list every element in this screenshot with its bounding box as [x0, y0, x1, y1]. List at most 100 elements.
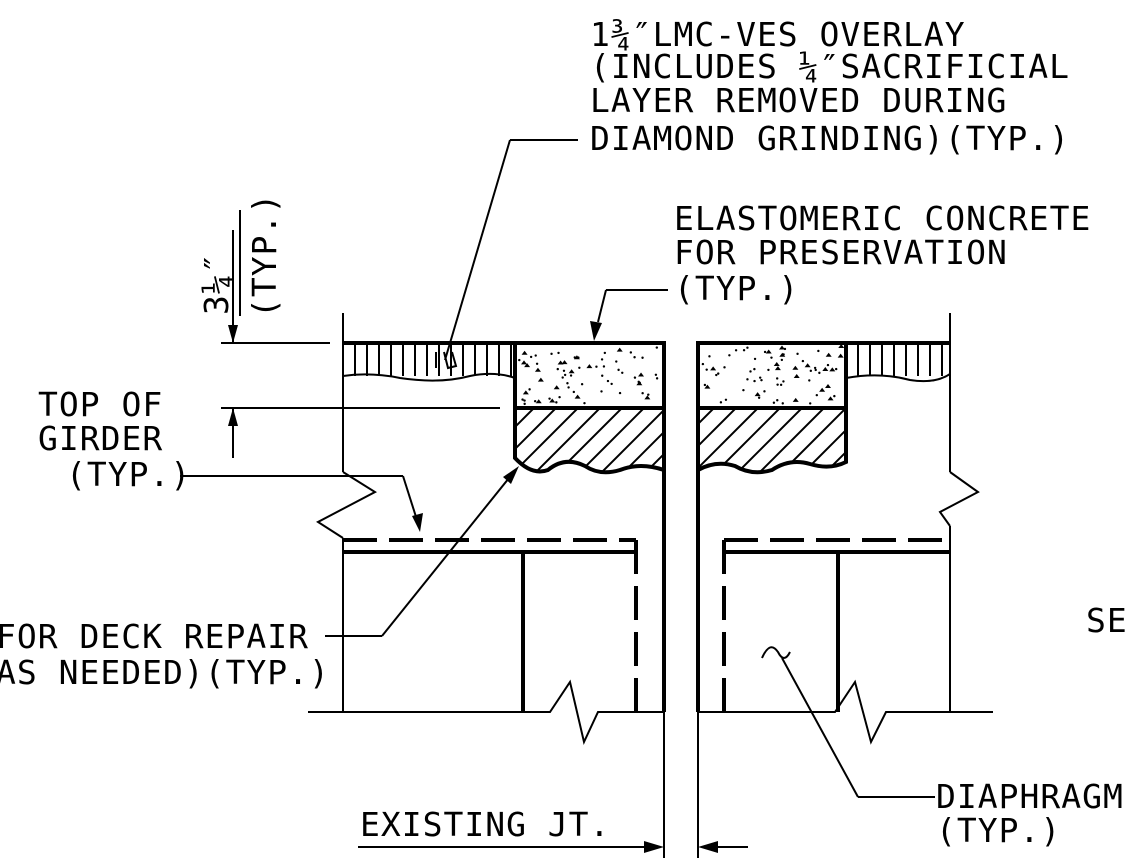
overlay-depth-dimension — [221, 230, 500, 458]
aggregate-dot — [703, 383, 707, 387]
overlay-label-line3: LAYER REMOVED DURING — [590, 81, 1007, 120]
aggregate-dot — [655, 346, 659, 349]
elastomeric-concrete-left — [513, 341, 666, 410]
aggregate-dot — [818, 371, 821, 375]
deck-repair-label: FOR DECK REPAIR AS NEEDED)(TYP.) — [0, 617, 330, 692]
hatch-line — [698, 408, 723, 473]
aggregate-dot — [734, 349, 738, 352]
hatch-line — [515, 408, 565, 473]
leader-diaphragm — [761, 646, 935, 798]
aggregate-dot — [808, 379, 811, 382]
elastomeric-label-line1: ELASTOMERIC CONCRETE — [674, 199, 1091, 238]
aggregate-dot — [550, 352, 553, 356]
aggregate-dot — [783, 347, 787, 351]
aggregate-dot — [742, 349, 746, 352]
aggregate-mark — [792, 397, 799, 402]
aggregate-mark — [638, 372, 645, 377]
elastomeric-label-line3: (TYP.) — [674, 269, 799, 308]
aggregate-dot — [647, 393, 650, 396]
aggregate-dot — [601, 374, 604, 377]
aggregate-dot — [813, 366, 817, 370]
leader-overlay — [444, 139, 578, 361]
aggregate-dot — [563, 373, 567, 377]
hatch-line — [862, 400, 942, 480]
leader-existing-joint — [358, 841, 748, 853]
aggregate-dot — [641, 391, 644, 395]
top-of-girder-line2: GIRDER — [38, 419, 163, 458]
overlay-label-line1: 1¾″LMC-VES OVERLAY — [590, 15, 966, 54]
aggregate-dot — [780, 358, 784, 362]
aggregate-dot — [534, 354, 537, 357]
aggregate-dot — [781, 402, 784, 405]
aggregate-dot — [715, 373, 718, 377]
aggregate-dot — [578, 366, 581, 369]
existing-joint-lines — [662, 343, 700, 858]
hatch-line — [637, 408, 664, 473]
aggregate-mark — [710, 366, 717, 371]
aggregate-dot — [654, 373, 658, 376]
aggregate-dot — [753, 357, 757, 361]
aggregate-dot — [833, 394, 836, 398]
aggregate-dot — [815, 393, 819, 397]
hatch-line — [839, 408, 846, 473]
aggregate-dot — [602, 365, 606, 368]
aggregate-dot — [561, 376, 564, 379]
aggregate-dot — [763, 350, 767, 354]
section-label-cut-off: SE — [1086, 601, 1125, 640]
aggregate-dot — [600, 390, 603, 393]
aggregate-dot — [776, 383, 779, 386]
aggregate-dot — [533, 400, 537, 403]
aggregate-dot — [567, 386, 570, 389]
aggregate-mark — [586, 364, 593, 369]
elastomeric-label-line2: FOR PRESERVATION — [674, 233, 1008, 272]
aggregate-mark — [636, 381, 643, 386]
aggregate-dot — [763, 390, 766, 393]
aggregate-mark — [574, 394, 581, 399]
aggregate-dot — [523, 399, 526, 402]
aggregate-dot — [556, 367, 559, 371]
aggregate-dot — [775, 377, 779, 380]
aggregate-dot — [583, 401, 586, 405]
aggregate-mark — [793, 373, 800, 378]
aggregate-dot — [603, 351, 607, 355]
aggregate-dot — [641, 356, 644, 359]
aggregate-dot — [809, 369, 813, 373]
aggregate-mark — [522, 390, 529, 395]
aggregate-dot — [629, 351, 633, 354]
aggregate-dot — [742, 388, 745, 392]
aggregate-dot — [535, 362, 539, 365]
aggregate-mark — [778, 345, 785, 350]
existing-joint-label: EXISTING JT. — [360, 805, 610, 844]
overlay-label: 1¾″LMC-VES OVERLAY (INCLUDES ¼″SACRIFICI… — [590, 15, 1069, 158]
aggregate-dot — [618, 391, 622, 395]
aggregate-dot — [558, 395, 561, 399]
aggregate-dot — [776, 399, 779, 402]
aggregate-mark — [644, 395, 651, 400]
aggregate-dot — [746, 378, 749, 381]
aggregate-dot — [767, 368, 770, 372]
aggregate-mark — [829, 367, 836, 372]
aggregate-mark — [561, 360, 568, 365]
hatch-line — [515, 408, 521, 473]
aggregate-mark — [819, 387, 826, 392]
aggregate-dot — [529, 355, 533, 359]
aggregate-dot — [724, 398, 728, 402]
aggregate-dot — [782, 380, 785, 383]
deck-repair-line2: AS NEEDED)(TYP.) — [0, 653, 330, 692]
aggregate-dot — [814, 368, 817, 372]
aggregate-dot — [770, 356, 773, 359]
aggregate-mark — [573, 355, 580, 360]
aggregate-dot — [826, 363, 830, 367]
aggregate-mark — [754, 392, 761, 397]
aggregate-dot — [723, 366, 726, 369]
aggregate-mark — [773, 361, 780, 366]
aggregate-mark — [537, 377, 544, 382]
hatch-line — [593, 408, 664, 473]
aggregate-dot — [633, 356, 636, 359]
aggregate-mark — [616, 347, 623, 352]
aggregate-dot — [758, 376, 762, 379]
aggregate-dot — [746, 346, 749, 349]
hatch-line — [729, 408, 811, 473]
diaphragm-label: DIAPHRAGM (TYP.) — [936, 777, 1123, 850]
aggregate-mark — [568, 369, 575, 374]
